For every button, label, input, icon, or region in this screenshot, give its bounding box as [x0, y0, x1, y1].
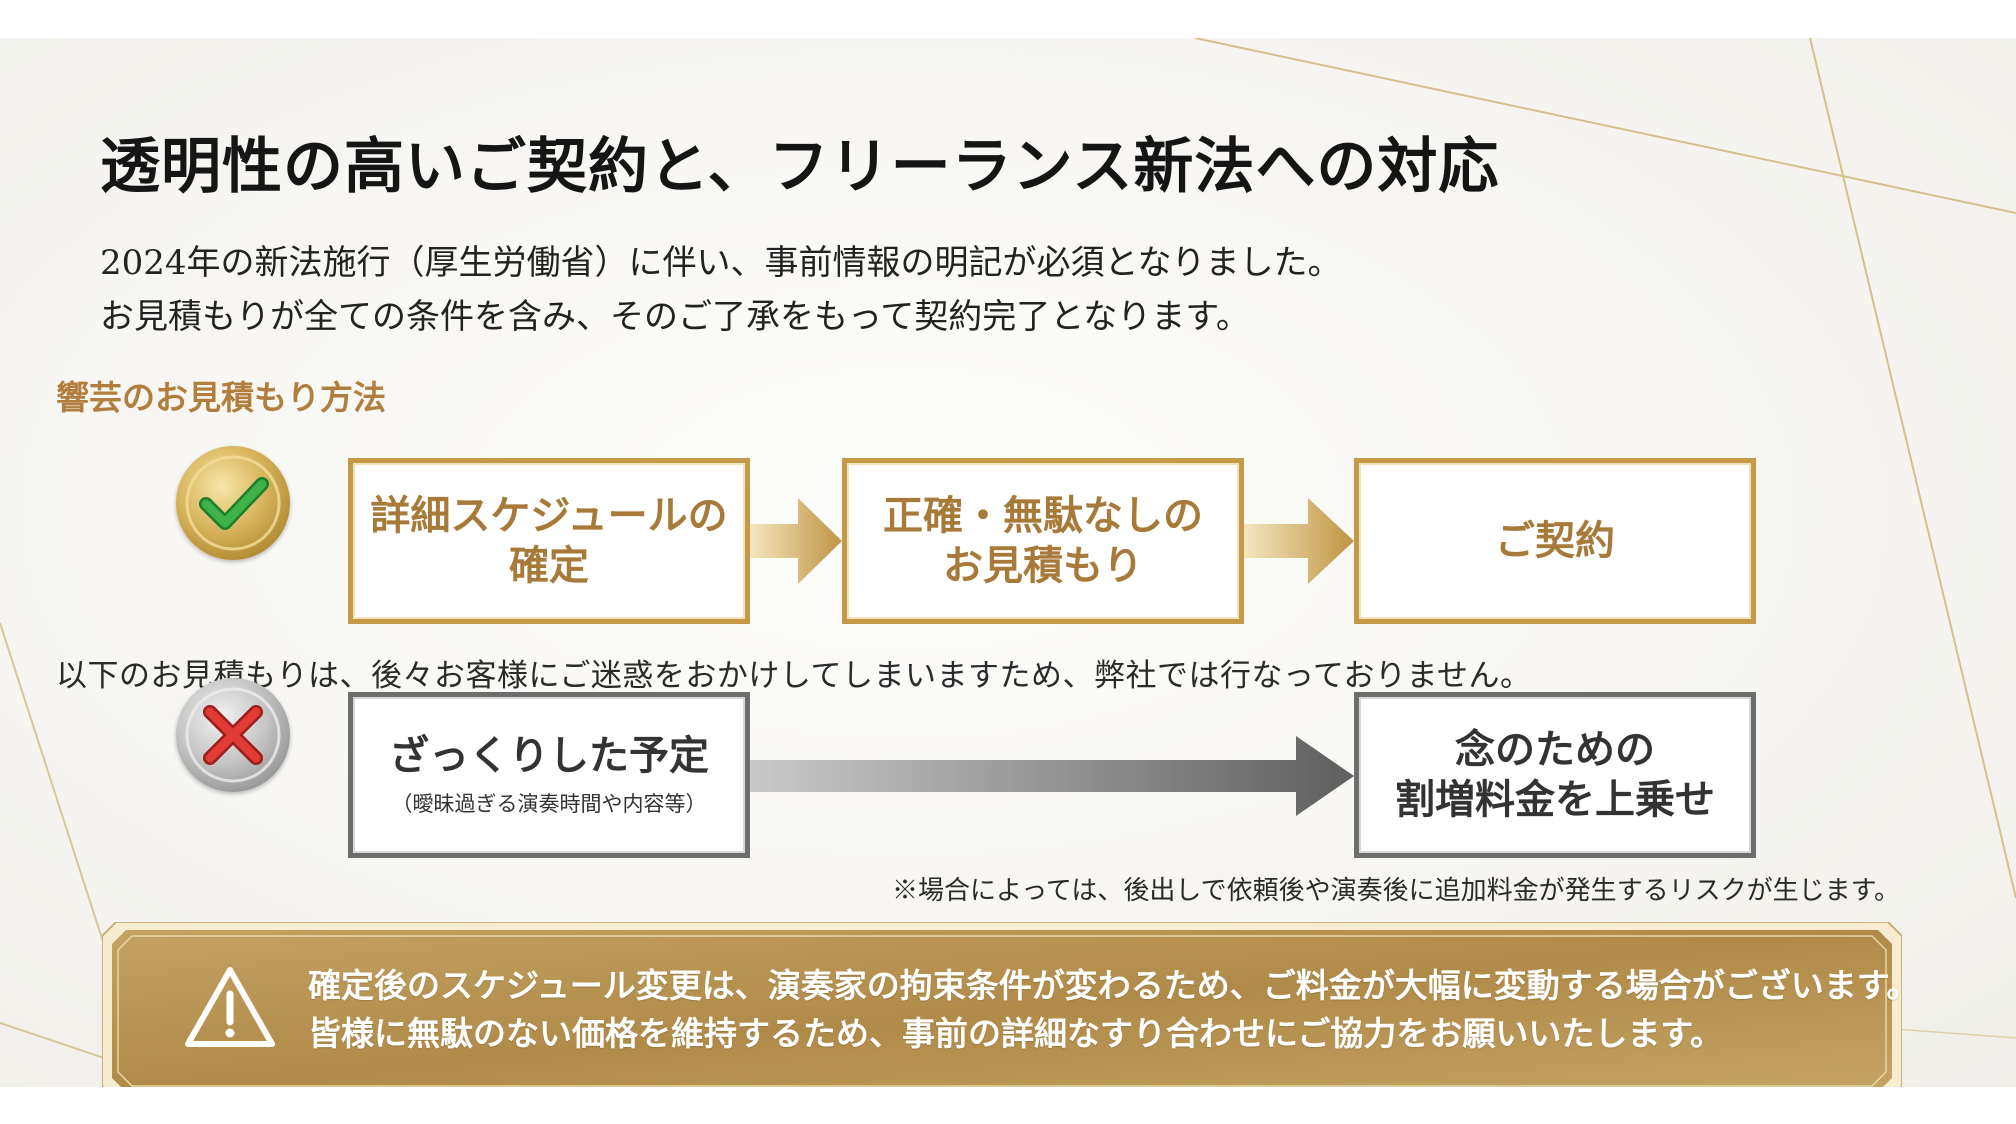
step-schedule-confirm: 詳細スケジュールの 確定 [348, 458, 750, 624]
rough-schedule-box: ざっくりした予定 （曖昧過ぎる演奏時間や内容等） [348, 692, 750, 858]
banner-frame [102, 922, 1902, 1087]
arrow-right-icon [750, 498, 842, 584]
arrow-right-icon [750, 736, 1354, 816]
page-title: 透明性の高いご契約と、フリーランス新法への対応 [100, 132, 1500, 202]
banner-line-1: 確定後のスケジュール変更は、演奏家の拘束条件が変わるため、ご料金が大幅に変動する… [308, 966, 1920, 1005]
rough-schedule-label: ざっくりした予定 [389, 732, 709, 779]
not-offered-text: 以下のお見積もりは、後々お客様にご迷惑をおかけしてしまいますため、弊社では行なっ… [56, 658, 1532, 694]
lead-line-2: お見積もりが全ての条件を含み、そのご了承をもって契約完了となります。 [100, 297, 1250, 337]
step-2-line-2: お見積もり [943, 542, 1143, 589]
lead-text: 2024年の新法施行（厚生労働省）に伴い、事前情報の明記が必須となりました。 お… [100, 236, 1800, 344]
warning-icon [185, 967, 275, 1047]
surcharge-box: 念のための 割増料金を上乗せ [1354, 692, 1756, 858]
banner-line-2: 皆様に無駄のない価格を維持するため、事前の詳細なすり合わせにご協力をお願いいたし… [308, 1014, 1724, 1053]
check-badge [176, 446, 290, 560]
banner-text: 確定後のスケジュール変更は、演奏家の拘束条件が変わるため、ご料金が大幅に変動する… [308, 962, 1919, 1058]
lead-line-1: 2024年の新法施行（厚生労働省）に伴い、事前情報の明記が必須となりました。 [100, 243, 1342, 283]
risk-note: ※場合によっては、後出しで依頼後や演奏後に追加料金が発生するリスクが生じます。 [892, 876, 1901, 906]
step-contract: ご契約 [1354, 458, 1756, 624]
cross-icon [185, 687, 281, 783]
step-1-line-2: 確定 [509, 542, 589, 589]
step-2-line-1: 正確・無駄なしの [883, 492, 1203, 539]
slide: 透明性の高いご契約と、フリーランス新法への対応 2024年の新法施行（厚生労働省… [0, 38, 2016, 1087]
step-3-line-1: ご契約 [1495, 517, 1615, 564]
step-accurate-estimate: 正確・無駄なしの お見積もり [842, 458, 1244, 624]
surcharge-line-1: 念のための [1455, 726, 1655, 773]
notice-banner: 確定後のスケジュール変更は、演奏家の拘束条件が変わるため、ご料金が大幅に変動する… [102, 922, 1919, 1087]
surcharge-line-2: 割増料金を上乗せ [1395, 776, 1715, 823]
check-icon [185, 455, 281, 551]
cross-badge [176, 678, 290, 792]
rough-schedule-sub: （曖昧過ぎる演奏時間や内容等） [391, 792, 707, 816]
estimate-method-heading: 響芸のお見積もり方法 [56, 378, 386, 417]
step-1-line-1: 詳細スケジュールの [370, 492, 728, 539]
arrow-right-icon [1244, 498, 1354, 584]
